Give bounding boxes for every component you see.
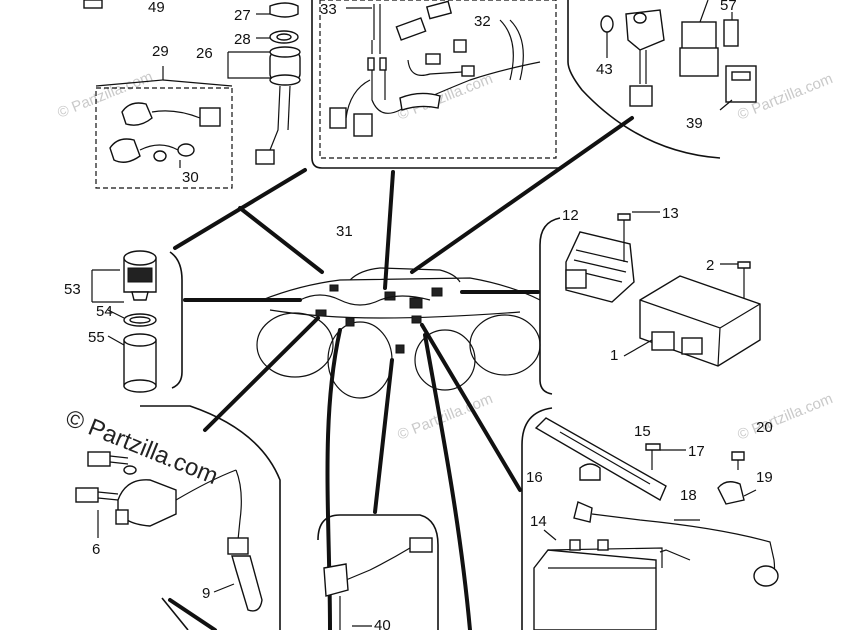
callout-14: 14 xyxy=(530,513,547,530)
callout-12: 12 xyxy=(562,207,579,224)
callout-26: 26 xyxy=(196,45,213,62)
panel-borders xyxy=(140,0,721,630)
leader-line xyxy=(238,206,324,274)
callout-43: 43 xyxy=(596,61,613,78)
connector-icon xyxy=(431,287,443,297)
part-49-shape xyxy=(83,0,103,9)
callout-13: 13 xyxy=(662,205,679,222)
part-18-shape xyxy=(573,501,593,523)
atv-silhouette xyxy=(256,267,541,399)
part-9-shape xyxy=(231,555,263,612)
leader-line xyxy=(420,323,522,492)
callout-30: 30 xyxy=(182,169,199,186)
panel-border xyxy=(169,251,183,389)
part-40-shape xyxy=(323,563,349,597)
part-27-shape xyxy=(269,2,299,18)
callout-29: 29 xyxy=(152,43,169,60)
relay-panel xyxy=(600,0,757,111)
main-switch-assembly xyxy=(83,0,301,165)
callout-16: 16 xyxy=(526,469,543,486)
panel-border xyxy=(311,0,560,169)
watermark-text: © Partzilla.com xyxy=(735,390,835,444)
part-20-shape xyxy=(731,451,745,461)
callout-40: 40 xyxy=(374,617,391,630)
callout-9: 9 xyxy=(202,585,210,602)
callout-18: 18 xyxy=(680,487,697,504)
connector-icon xyxy=(255,149,275,165)
panel-border xyxy=(140,405,281,630)
connector-icon xyxy=(345,317,355,327)
part-55-shape xyxy=(123,339,157,387)
callout-32: 32 xyxy=(474,13,491,30)
panel-border xyxy=(539,217,561,395)
regulator-assembly xyxy=(565,211,761,367)
connector-icon xyxy=(329,284,339,292)
callout-53: 53 xyxy=(64,281,81,298)
part-15-shape xyxy=(534,417,667,502)
callout-49: 49 xyxy=(148,0,165,16)
battery-assembly xyxy=(533,417,779,630)
part-14-shape xyxy=(533,549,657,630)
callout-15: 15 xyxy=(634,423,651,440)
leader-line xyxy=(383,170,395,290)
callout-39: 39 xyxy=(686,115,703,132)
bolt-shape xyxy=(87,451,111,467)
connector-icon xyxy=(395,344,405,354)
connector-icon xyxy=(411,315,422,324)
part-43-shape xyxy=(600,15,614,33)
callout-31: 31 xyxy=(336,223,353,240)
callout-27: 27 xyxy=(234,7,251,24)
callout-54: 54 xyxy=(96,303,113,320)
socket-assembly xyxy=(91,250,157,393)
callout-33: 33 xyxy=(320,1,337,18)
leader-line xyxy=(373,358,394,514)
callout-19: 19 xyxy=(756,469,773,486)
watermark-text: © Partzilla.com xyxy=(395,390,495,444)
wire-harness-panel xyxy=(319,0,557,159)
ignition-coil-assembly xyxy=(75,451,263,612)
leader-line xyxy=(423,333,472,630)
callout-17: 17 xyxy=(688,443,705,460)
callout-labels: 49 27 28 26 29 30 33 32 43 57 39 31 12 1… xyxy=(64,0,773,630)
callout-28: 28 xyxy=(234,31,251,48)
sensor-assembly xyxy=(323,537,433,630)
callout-6: 6 xyxy=(92,541,100,558)
leader-line xyxy=(410,116,634,274)
connector-icon xyxy=(315,309,327,317)
panel-border xyxy=(317,514,439,630)
relay-icon xyxy=(409,297,423,309)
leader-line xyxy=(168,598,217,630)
leader-line xyxy=(203,316,320,432)
part-16-shape xyxy=(579,463,601,481)
part-29-outline xyxy=(95,87,233,189)
watermark-large-text: © Partzilla.com xyxy=(62,405,222,491)
callout-2: 2 xyxy=(706,257,714,274)
callout-1: 1 xyxy=(610,347,618,364)
part-57-shape xyxy=(723,19,739,47)
panel-border xyxy=(567,0,721,159)
part-29-box xyxy=(95,66,233,189)
callout-57: 57 xyxy=(720,0,737,14)
part-relay-shape xyxy=(681,21,717,51)
panel-border xyxy=(521,407,553,630)
panel-border xyxy=(161,597,189,630)
callout-55: 55 xyxy=(88,329,105,346)
callout-20: 20 xyxy=(756,419,773,436)
part-32-shape xyxy=(453,39,467,53)
part-19-shape xyxy=(717,481,745,505)
